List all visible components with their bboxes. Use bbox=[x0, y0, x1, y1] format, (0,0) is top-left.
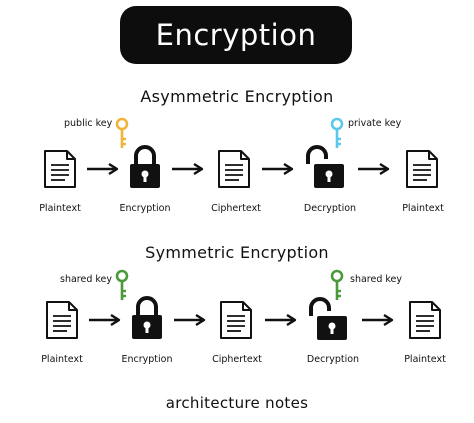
shared-key-label-left: shared key bbox=[60, 274, 113, 285]
private-key-label: private key bbox=[348, 118, 402, 129]
arrow-icon bbox=[356, 162, 390, 176]
asym-step-plaintext-out: Plaintext bbox=[402, 203, 444, 214]
lock-closed-icon bbox=[130, 296, 164, 341]
sym-step-ciphertext: Ciphertext bbox=[212, 354, 262, 365]
lock-closed-icon bbox=[128, 145, 162, 190]
asym-step-encryption: Encryption bbox=[119, 203, 171, 214]
sym-step-encryption: Encryption bbox=[121, 354, 173, 365]
arrow-icon bbox=[87, 313, 121, 327]
public-key-label: public key bbox=[64, 118, 113, 129]
sym-step-plaintext-out: Plaintext bbox=[404, 354, 446, 365]
symmetric-heading: Symmetric Encryption bbox=[145, 243, 329, 262]
shared-key-icon-left bbox=[115, 269, 129, 300]
page-title: Encryption bbox=[155, 18, 317, 52]
arrow-icon bbox=[263, 313, 297, 327]
document-icon bbox=[406, 150, 438, 188]
asym-step-ciphertext: Ciphertext bbox=[211, 203, 261, 214]
public-key-icon bbox=[115, 117, 129, 148]
asymmetric-heading: Asymmetric Encryption bbox=[140, 87, 334, 106]
title-banner: Encryption bbox=[120, 6, 352, 64]
document-icon bbox=[409, 301, 441, 339]
asym-step-plaintext-in: Plaintext bbox=[39, 203, 81, 214]
shared-key-icon-right bbox=[330, 269, 344, 300]
sym-step-decryption: Decryption bbox=[306, 354, 360, 365]
document-icon bbox=[44, 150, 76, 188]
lock-open-icon bbox=[309, 297, 349, 342]
lock-open-icon bbox=[306, 145, 346, 190]
sym-step-plaintext-in: Plaintext bbox=[41, 354, 83, 365]
arrow-icon bbox=[172, 313, 206, 327]
arrow-icon bbox=[170, 162, 204, 176]
shared-key-label-right: shared key bbox=[350, 274, 403, 285]
asym-step-decryption: Decryption bbox=[303, 203, 357, 214]
arrow-icon bbox=[85, 162, 119, 176]
private-key-icon bbox=[330, 117, 344, 148]
arrow-icon bbox=[360, 313, 394, 327]
document-icon bbox=[46, 301, 78, 339]
document-icon bbox=[220, 301, 252, 339]
arrow-icon bbox=[260, 162, 294, 176]
document-icon bbox=[218, 150, 250, 188]
footer-note: architecture notes bbox=[165, 394, 309, 412]
